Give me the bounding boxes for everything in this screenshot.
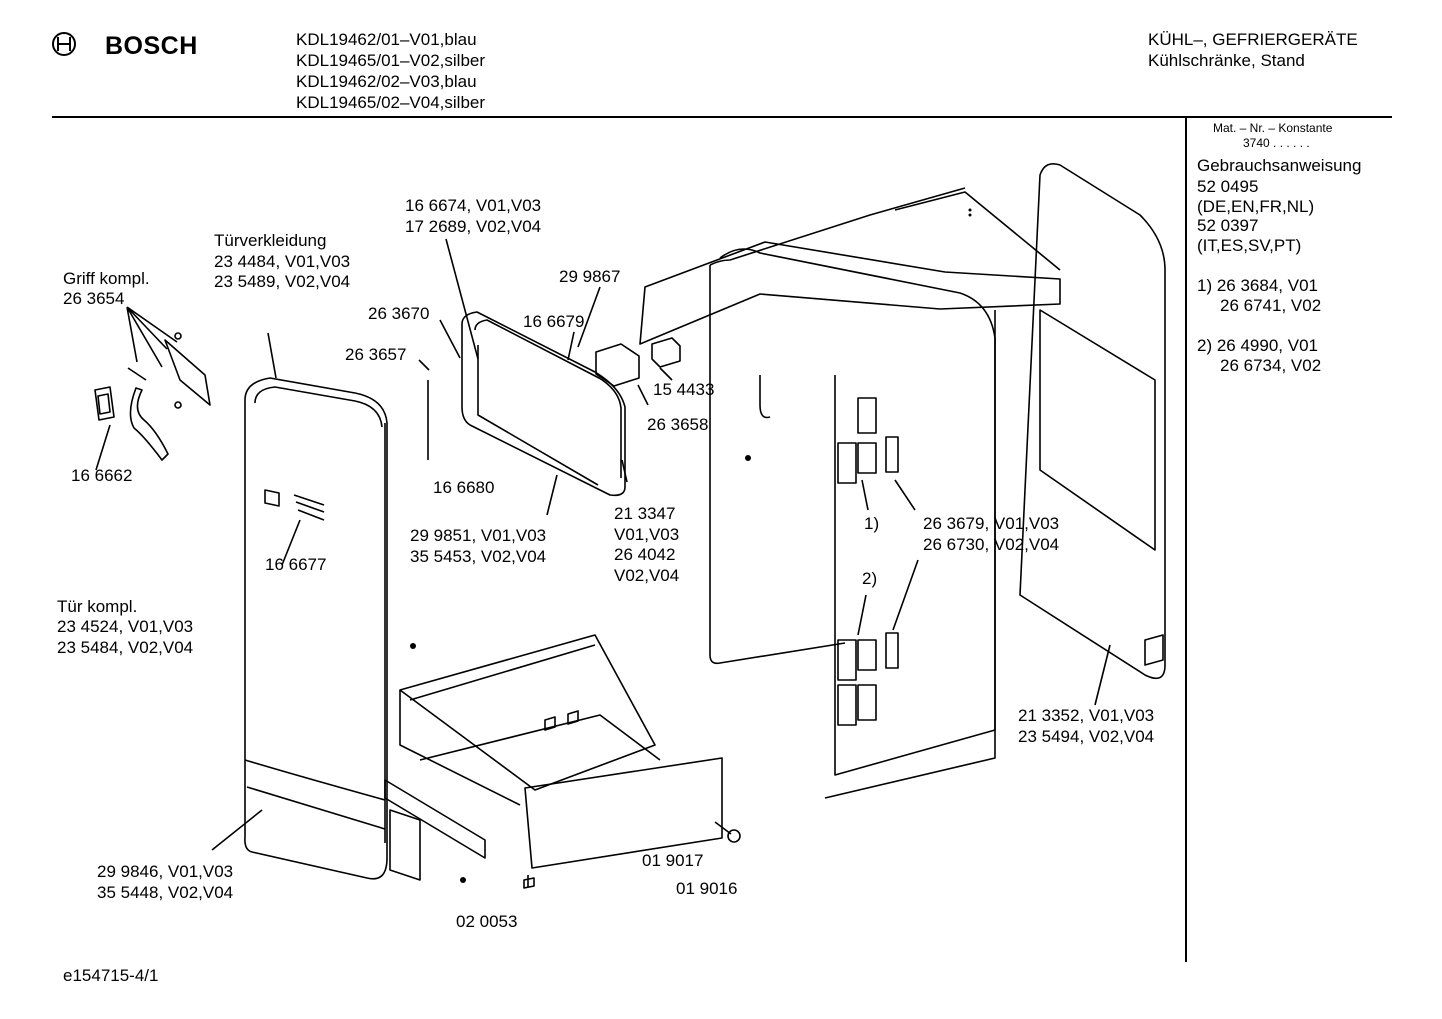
door-assembly [245,378,387,879]
label-166674-2: 17 2689, V02,V04 [405,217,542,236]
label-019017: 01 9017 [642,851,704,870]
crisper-drawer [385,635,722,880]
handle-assembly [95,333,210,460]
label-019016: 01 9016 [676,879,738,898]
label-tuer-2: 23 5484, V02,V04 [57,638,194,657]
label-263679-2: 26 6730, V02,V04 [923,535,1060,554]
label-166674-1: 16 6674, V01,V03 [405,196,542,215]
manual-title: Gebrauchsanweisung [1197,156,1362,175]
drawing-id: e154715-4/1 [63,966,159,985]
top-cover [640,188,1060,418]
label-166662: 16 6662 [71,466,133,485]
label-154433: 15 4433 [653,380,715,399]
label-299851-2: 35 5453, V02,V04 [410,547,547,566]
label-166680: 16 6680 [433,478,495,497]
label-263657: 26 3657 [345,345,407,364]
cabinet-body [710,192,1060,798]
label-299867: 29 9867 [559,267,621,286]
label-299846-2: 35 5448, V02,V04 [97,883,234,902]
label-griff-num: 26 3654 [63,289,125,308]
label-griff-title: Griff kompl. [63,269,150,288]
label-213347-2: V01,V03 [614,525,680,544]
note-2-line-1: 2) 26 4990, V01 [1197,336,1318,355]
door-liner [462,312,625,495]
note-1-line-2: 26 6741, V02 [1220,296,1322,315]
label-213352-1: 21 3352, V01,V03 [1018,706,1155,725]
label-263658: 26 3658 [647,415,709,434]
hinges [838,398,898,725]
label-ref-1: 1) [864,514,880,533]
back-panel [1020,164,1165,679]
manual-line-4: (IT,ES,SV,PT) [1197,236,1302,255]
model-line-4: KDL19465/02–V04,silber [296,93,486,112]
subcategory-title: Kühlschränke, Stand [1148,51,1305,70]
manual-line-3: 52 0397 [1197,216,1259,235]
model-line-2: KDL19465/01–V02,silber [296,51,486,70]
label-tuerverkleidung-2: 23 5489, V02,V04 [214,272,351,291]
mat-label: Mat. – Nr. – Konstante [1213,121,1333,135]
manual-line-1: 52 0495 [1197,177,1259,196]
label-tuer-1: 23 4524, V01,V03 [57,617,194,636]
label-299846-1: 29 9846, V01,V03 [97,862,234,881]
label-tuerverkleidung-title: Türverkleidung [214,231,327,250]
label-263679-1: 26 3679, V01,V03 [923,514,1060,533]
label-213352-2: 23 5494, V02,V04 [1018,727,1155,746]
label-166677: 16 6677 [265,555,327,574]
category-title: KÜHL–, GEFRIERGERÄTE [1148,30,1358,49]
label-tuer-title: Tür kompl. [57,597,138,616]
brand-name: BOSCH [105,32,198,60]
note-1-line-1: 1) 26 3684, V01 [1197,276,1318,295]
model-line-1: KDL19462/01–V01,blau [296,30,477,49]
bosch-logo-icon [53,33,75,55]
label-299851-1: 29 9851, V01,V03 [410,526,547,545]
label-213347-1: 21 3347 [614,504,676,523]
label-263670: 26 3670 [368,304,430,323]
mat-value: 3740 . . . . . . [1243,136,1310,150]
switch-parts [596,338,680,386]
label-020053: 02 0053 [456,912,518,931]
manual-line-2: (DE,EN,FR,NL) [1197,197,1315,216]
model-line-3: KDL19462/02–V03,blau [296,72,477,91]
label-213347-4: V02,V04 [614,566,680,585]
label-ref-2: 2) [862,569,878,588]
note-2-line-2: 26 6734, V02 [1220,356,1322,375]
label-213347-3: 26 4042 [614,545,676,564]
label-tuerverkleidung-1: 23 4484, V01,V03 [214,252,351,271]
label-166679: 16 6679 [523,312,585,331]
